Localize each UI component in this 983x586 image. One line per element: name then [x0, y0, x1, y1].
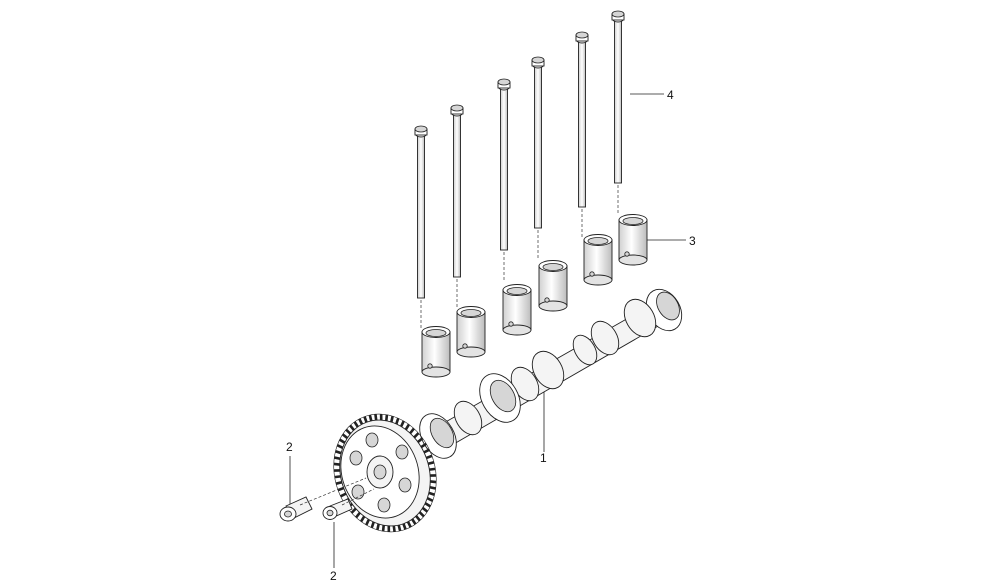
- leader-lines: [289, 93, 686, 568]
- timing-gear: [333, 413, 437, 533]
- camshaft: [419, 288, 683, 459]
- callout-bolt-right: 2: [330, 569, 337, 583]
- callout-camshaft: 1: [540, 451, 547, 465]
- tappet-6: [618, 214, 648, 266]
- pushrod-group: [414, 10, 625, 328]
- callout-tappet: 3: [689, 234, 696, 248]
- tappet-2: [456, 306, 486, 358]
- pushrod-6: [611, 10, 625, 213]
- callout-pushrod: 4: [667, 88, 674, 102]
- bolt-left: [279, 496, 313, 522]
- pushrod-3: [497, 78, 511, 280]
- tappet-1: [421, 326, 451, 378]
- tappet-5: [583, 234, 613, 286]
- pushrod-1: [414, 125, 428, 328]
- bolt-right: [322, 498, 353, 520]
- tappet-4: [538, 260, 568, 312]
- callout-bolt-left: 2: [286, 440, 293, 454]
- tappet-3: [502, 284, 532, 336]
- tappet-group: [421, 214, 648, 378]
- pushrod-2: [450, 104, 464, 307]
- pushrod-4: [531, 56, 545, 258]
- pushrod-5: [575, 31, 589, 237]
